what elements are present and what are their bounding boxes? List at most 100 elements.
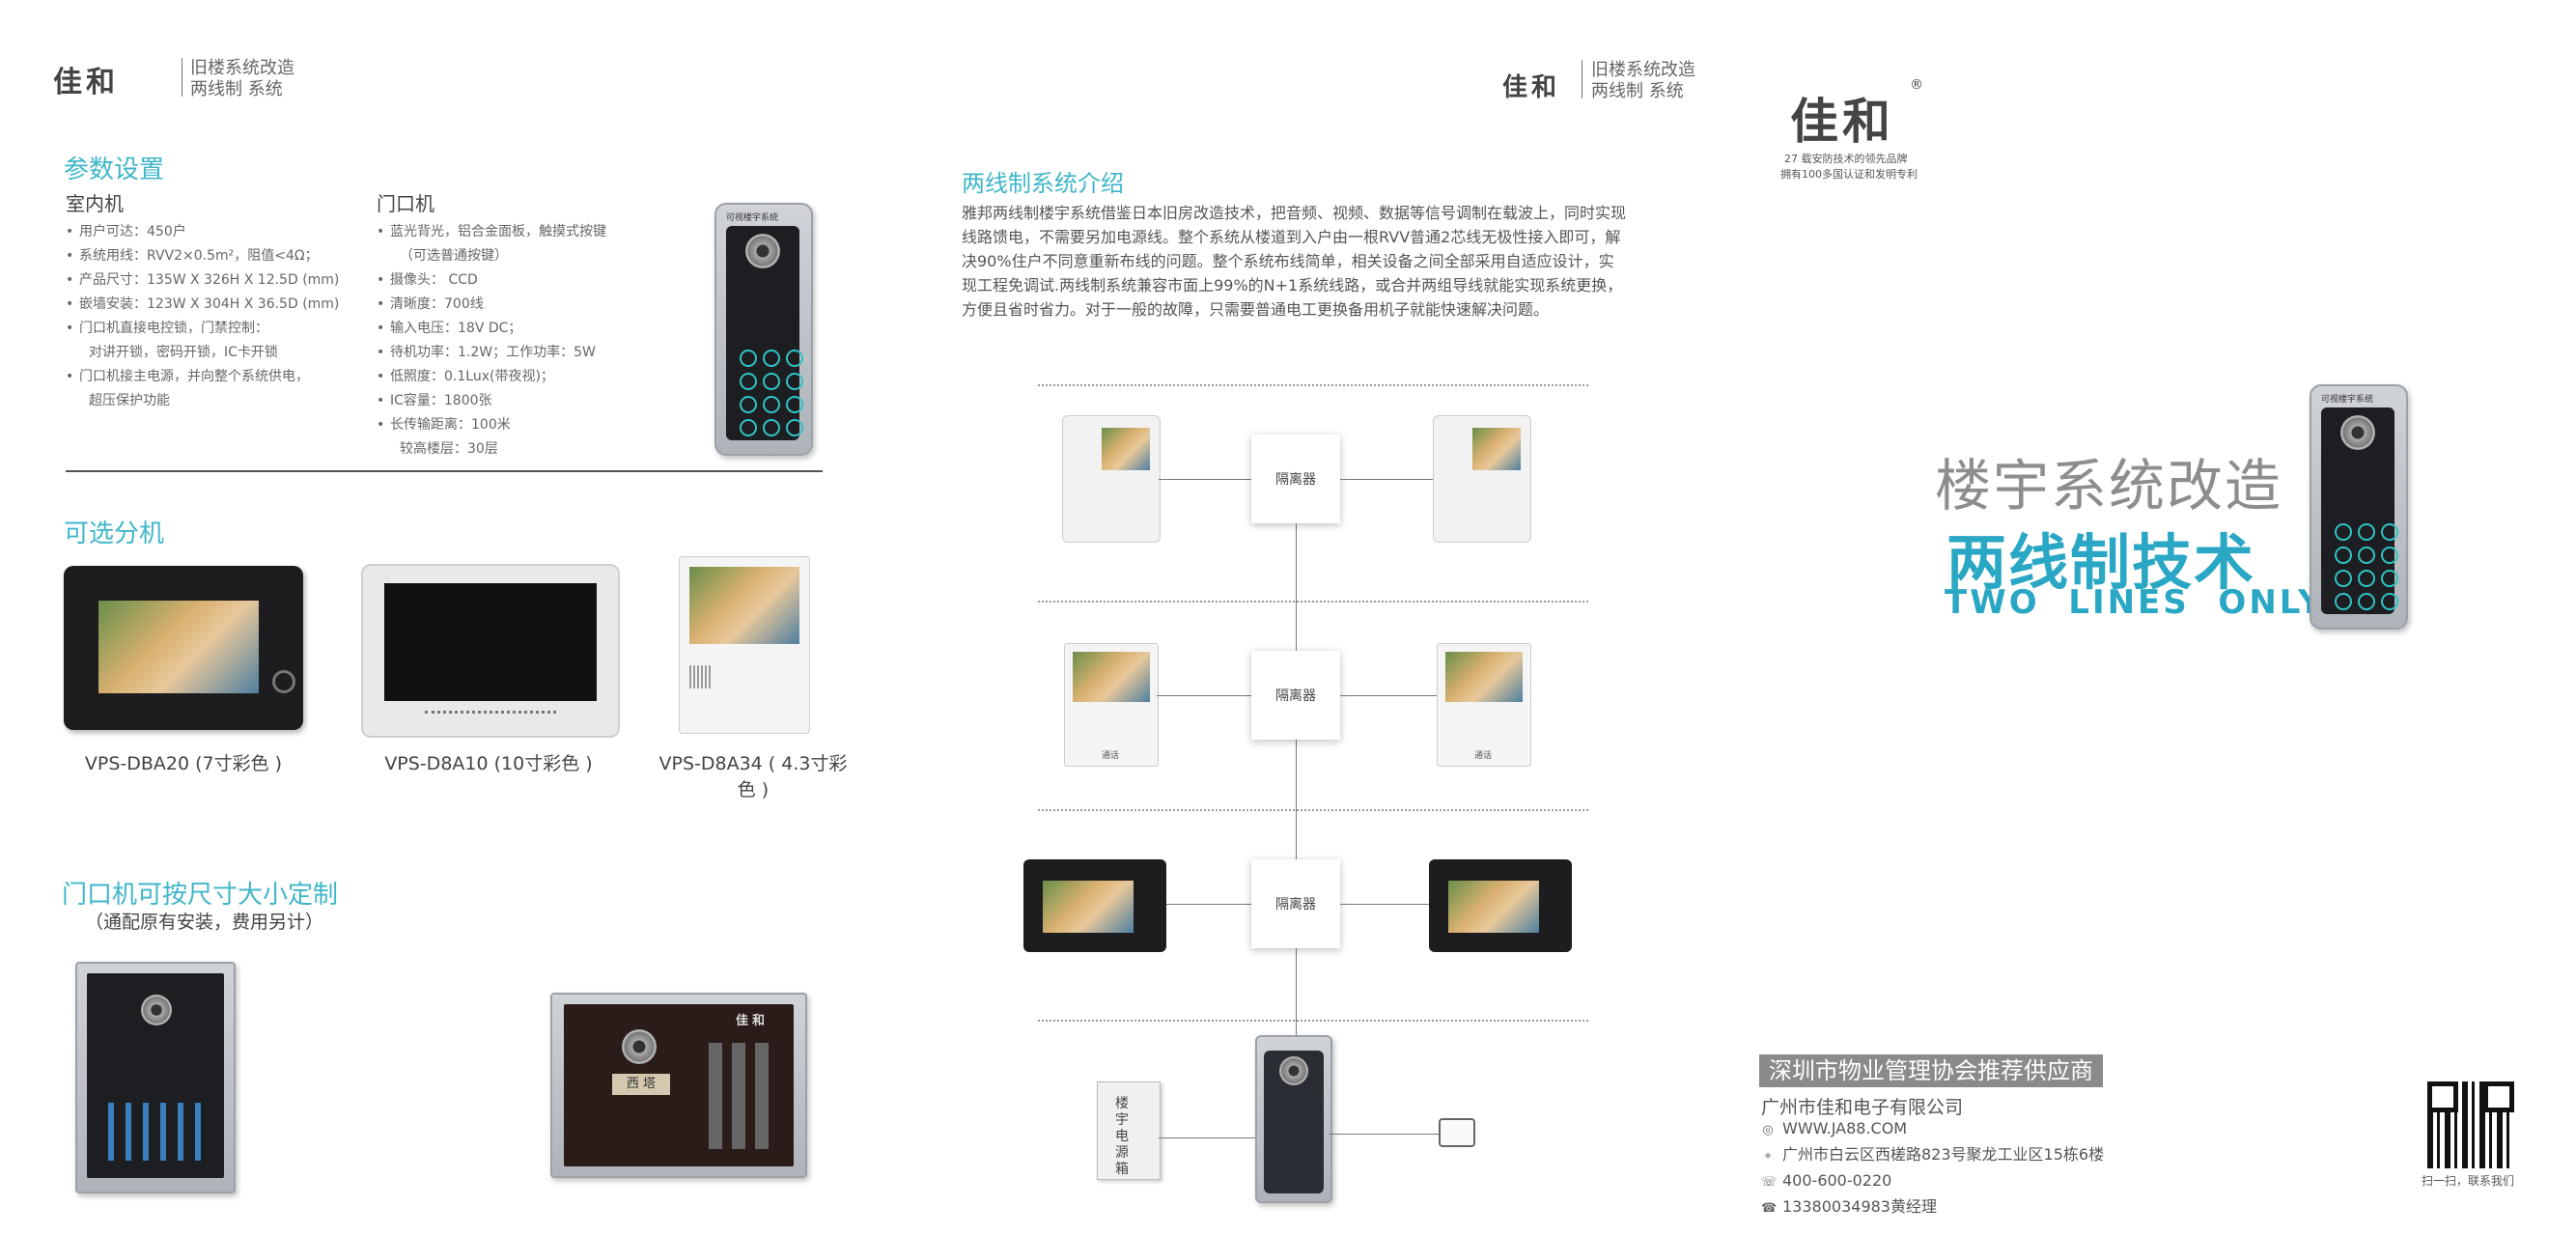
contact-phone1[interactable]: 400-600-0220: [1782, 1171, 1892, 1190]
floor-divider: [1038, 384, 1588, 386]
indoor-spec: 产品尺寸：135W X 326H X 12.5D (mm): [66, 268, 375, 293]
contact-address-row: ⌖ 广州市白云区西槎路823号聚龙工业区15栋6楼: [1761, 1142, 2104, 1168]
custom-panel-2-face: 佳和 西 塔: [564, 1004, 794, 1166]
door-spec: 待机功率：1.2W；工作功率：5W: [377, 341, 695, 365]
section-divider: [66, 470, 823, 472]
keypad-icon: [740, 350, 803, 436]
qr-caption: 扫一扫，联系我们: [2422, 1174, 2515, 1188]
contact-address: 广州市白云区西槎路823号聚龙工业区15栋6楼: [1782, 1145, 2105, 1164]
door-station-face: [1264, 1051, 1324, 1193]
isolator-box: 隔离器: [1251, 651, 1340, 740]
black-monitor-right: [1429, 859, 1572, 952]
logo-tagline: 旧楼系统改造 两线制 系统: [190, 58, 294, 100]
door-panel-face: [726, 226, 803, 440]
recommend-banner: 深圳市物业管理协会推荐供应商: [1759, 1054, 2103, 1087]
isolator-box: 隔离器: [1251, 435, 1340, 523]
camera-icon: [2340, 415, 2375, 450]
brand-logo: 佳和: [53, 66, 119, 99]
wire: [1340, 479, 1433, 480]
custom-title: 门口机可按尺寸大小定制: [62, 881, 339, 910]
contact-phone2[interactable]: 13380034983黄经理: [1782, 1197, 1937, 1216]
indoor-spec: 嵌墙安装：123W X 304H X 36.5D (mm): [66, 293, 375, 317]
door-spec: 清晰度：700线: [377, 293, 695, 317]
custom-note: （通配原有安装，费用另计）: [85, 912, 324, 933]
caption-dba20: VPS-DBA20 (7寸彩色 ): [84, 753, 283, 774]
hero-line3: TWO LINES ONLY: [1945, 583, 2325, 622]
power-box: 楼宇电源箱: [1097, 1081, 1161, 1180]
door-title: 门口机: [377, 192, 434, 215]
custom-panel-2-image: 佳和 西 塔: [550, 993, 807, 1178]
indoor-title: 室内机: [66, 192, 124, 215]
door-panel-label: 可视楼宇系统: [726, 213, 779, 223]
hero-line2: 两线制技术: [1946, 527, 2256, 598]
door-specs: 蓝光背光，铝合金面板，触摸式按键 （可选普通按键） 摄像头： CCD 清晰度：7…: [377, 220, 695, 462]
power-box-label: 楼宇电源箱: [1115, 1096, 1129, 1177]
params-title: 参数设置: [64, 155, 165, 184]
intro-title: 两线制系统介绍: [962, 170, 1124, 197]
caption-d8a34: VPS-D8A34 ( 4.3寸彩色 ): [658, 753, 848, 800]
panel-logo: 佳和: [736, 1014, 770, 1028]
black-monitor-left: [1023, 859, 1166, 952]
hero-door-panel-image: 可视楼宇系统: [2310, 384, 2408, 630]
wire: [1159, 479, 1251, 480]
indoor-spec: 门口机接主电源，并向整个系统供电，: [66, 365, 375, 389]
qr-code-icon[interactable]: [2427, 1081, 2514, 1168]
monitor-buttons-icon: [425, 711, 556, 721]
isolator-box: 隔离器: [1251, 859, 1340, 948]
caption-d8a10: VPS-D8A10 (10寸彩色 ): [384, 753, 593, 774]
door-spec: IC容量：1800张: [377, 389, 695, 413]
hero-line1: 楼宇系统改造: [1935, 453, 2283, 519]
monitor-d8a34-image: [679, 556, 810, 734]
monitor-dba20-image: [64, 566, 303, 730]
speaker-grille-icon: [689, 665, 713, 688]
phone-icon: ☏: [1761, 1175, 1778, 1190]
door-spec: 摄像头： CCD: [377, 268, 695, 293]
indoor-spec: 系统用线：RVV2×0.5m²，阻值<4Ω；: [66, 244, 375, 268]
contact-web-row: ◎WWW.JA88.COM: [1761, 1116, 2104, 1142]
door-panel-label: 可视楼宇系统: [2321, 395, 2374, 405]
logo-tag-line2: 两线制 系统: [1591, 81, 1684, 101]
wire: [1159, 1137, 1255, 1138]
wiring-diagram: 隔离器 通话 隔离器 通话 隔离器 楼宇电源箱: [1023, 377, 1603, 1207]
wire: [1329, 1134, 1439, 1135]
keypad-icon: [2335, 523, 2398, 610]
keypad-icon: [108, 1103, 205, 1161]
panel-name-plate: 西 塔: [612, 1074, 670, 1095]
camera-icon: [622, 1029, 657, 1064]
monitor-label: 通话: [1102, 751, 1120, 761]
indoor-specs: 用户可达：450户 系统用线：RVV2×0.5m²，阻值<4Ω； 产品尺寸：13…: [66, 220, 375, 413]
location-pin-icon: ⌖: [1764, 1149, 1772, 1164]
intro-body: 雅邦两线制楼宇系统借鉴日本旧房改造技术，把音频、视频、数据等信号调制在载波上，同…: [962, 204, 1627, 319]
monitor-screen: [1448, 881, 1539, 933]
monitor-screen: [384, 583, 597, 701]
door-spec: 低照度：0.1Lux(带夜视)；: [377, 365, 695, 389]
monitor-screen: [1472, 428, 1521, 470]
keypad-icon: [709, 1043, 778, 1149]
bus-line: [1296, 512, 1297, 1081]
door-station-image: [1255, 1035, 1332, 1203]
monitor-button-icon: [272, 670, 295, 693]
floor-divider: [1038, 1020, 1588, 1022]
logo-tagline-mid: 旧楼系统改造 两线制 系统: [1591, 60, 1695, 102]
door-spec: 蓝光背光，铝合金面板，触摸式按键: [377, 220, 695, 244]
mobile-icon: ☎: [1761, 1201, 1778, 1216]
door-panel-face: [2321, 407, 2398, 614]
camera-icon: [745, 234, 780, 268]
contact-web[interactable]: WWW.JA88.COM: [1782, 1119, 1908, 1137]
lock-icon: [1439, 1118, 1475, 1147]
floor-divider: [1038, 601, 1588, 603]
custom-panel-1-image: [75, 962, 236, 1193]
optional-title: 可选分机: [64, 519, 165, 548]
monitor-d8a10-image: [361, 564, 620, 738]
contact-block: ◎WWW.JA88.COM ⌖ 广州市白云区西槎路823号聚龙工业区15栋6楼 ☏…: [1761, 1116, 2104, 1221]
camera-icon: [1279, 1056, 1308, 1085]
indoor-spec: 对讲开锁，密码开锁，IC卡开锁: [89, 345, 278, 360]
wire: [1166, 904, 1251, 905]
contact-phone1-row: ☏ 400-600-0220: [1761, 1168, 2104, 1194]
monitor-label: 通话: [1474, 751, 1493, 761]
logo-tag-line1: 旧楼系统改造: [1591, 60, 1695, 80]
indoor-spec: 超压保护功能: [89, 393, 170, 408]
monitor-screen: [98, 601, 259, 693]
indoor-spec: 用户可达：450户: [66, 220, 375, 244]
monitor-screen: [1445, 652, 1523, 702]
